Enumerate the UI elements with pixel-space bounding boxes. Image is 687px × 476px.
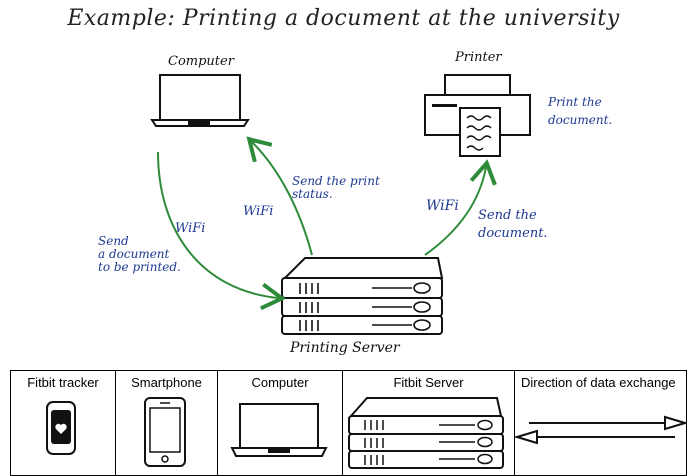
legend-cell-fitbit-tracker: Fitbit tracker	[10, 370, 116, 476]
server-icon	[348, 397, 504, 469]
legend-table: Fitbit tracker Smartphone Computer	[10, 370, 687, 476]
arrow-computer-to-server	[157, 151, 286, 311]
legend-cell-fitbit-server: Fitbit Server	[342, 370, 515, 476]
double-arrow-icon	[515, 415, 687, 445]
printing-server-label: Printing Server	[290, 340, 400, 356]
legend-cell-smartphone: Smartphone	[115, 370, 218, 476]
flow-diagram	[150, 74, 531, 335]
arrow-server-to-printer	[424, 159, 497, 256]
diagram-title: Example: Printing a document at the univ…	[67, 6, 620, 31]
legend-cell-computer: Computer	[217, 370, 343, 476]
legend-label: Smartphone	[131, 375, 202, 390]
computer-label: Computer	[168, 54, 234, 69]
legend-label: Computer	[251, 375, 309, 390]
arrow-server-to-computer	[246, 136, 313, 256]
wifi-left-label: WiFi	[175, 221, 206, 236]
laptop-icon	[230, 403, 328, 457]
fitbit-tracker-icon	[46, 401, 76, 455]
print-status-annotation: Send the print status.	[292, 174, 380, 201]
legend-label: Direction of data exchange	[521, 375, 676, 390]
send-document-annotation: Send a document to be printed.	[98, 234, 181, 274]
legend-label: Fitbit Server	[393, 375, 464, 390]
printer-icon	[424, 74, 531, 157]
printing-server-icon	[281, 257, 444, 335]
send-document-to-printer-annotation: Send the document.	[478, 208, 548, 241]
legend-cell-direction: Direction of data exchange	[514, 370, 687, 476]
wifi-middle-label: WiFi	[243, 204, 274, 219]
printer-label: Printer	[455, 50, 502, 65]
smartphone-icon	[144, 397, 186, 467]
legend-label: Fitbit tracker	[27, 375, 99, 390]
print-document-annotation: Print the document.	[548, 95, 613, 127]
wifi-right-label: WiFi	[426, 198, 459, 214]
computer-icon	[150, 74, 250, 127]
